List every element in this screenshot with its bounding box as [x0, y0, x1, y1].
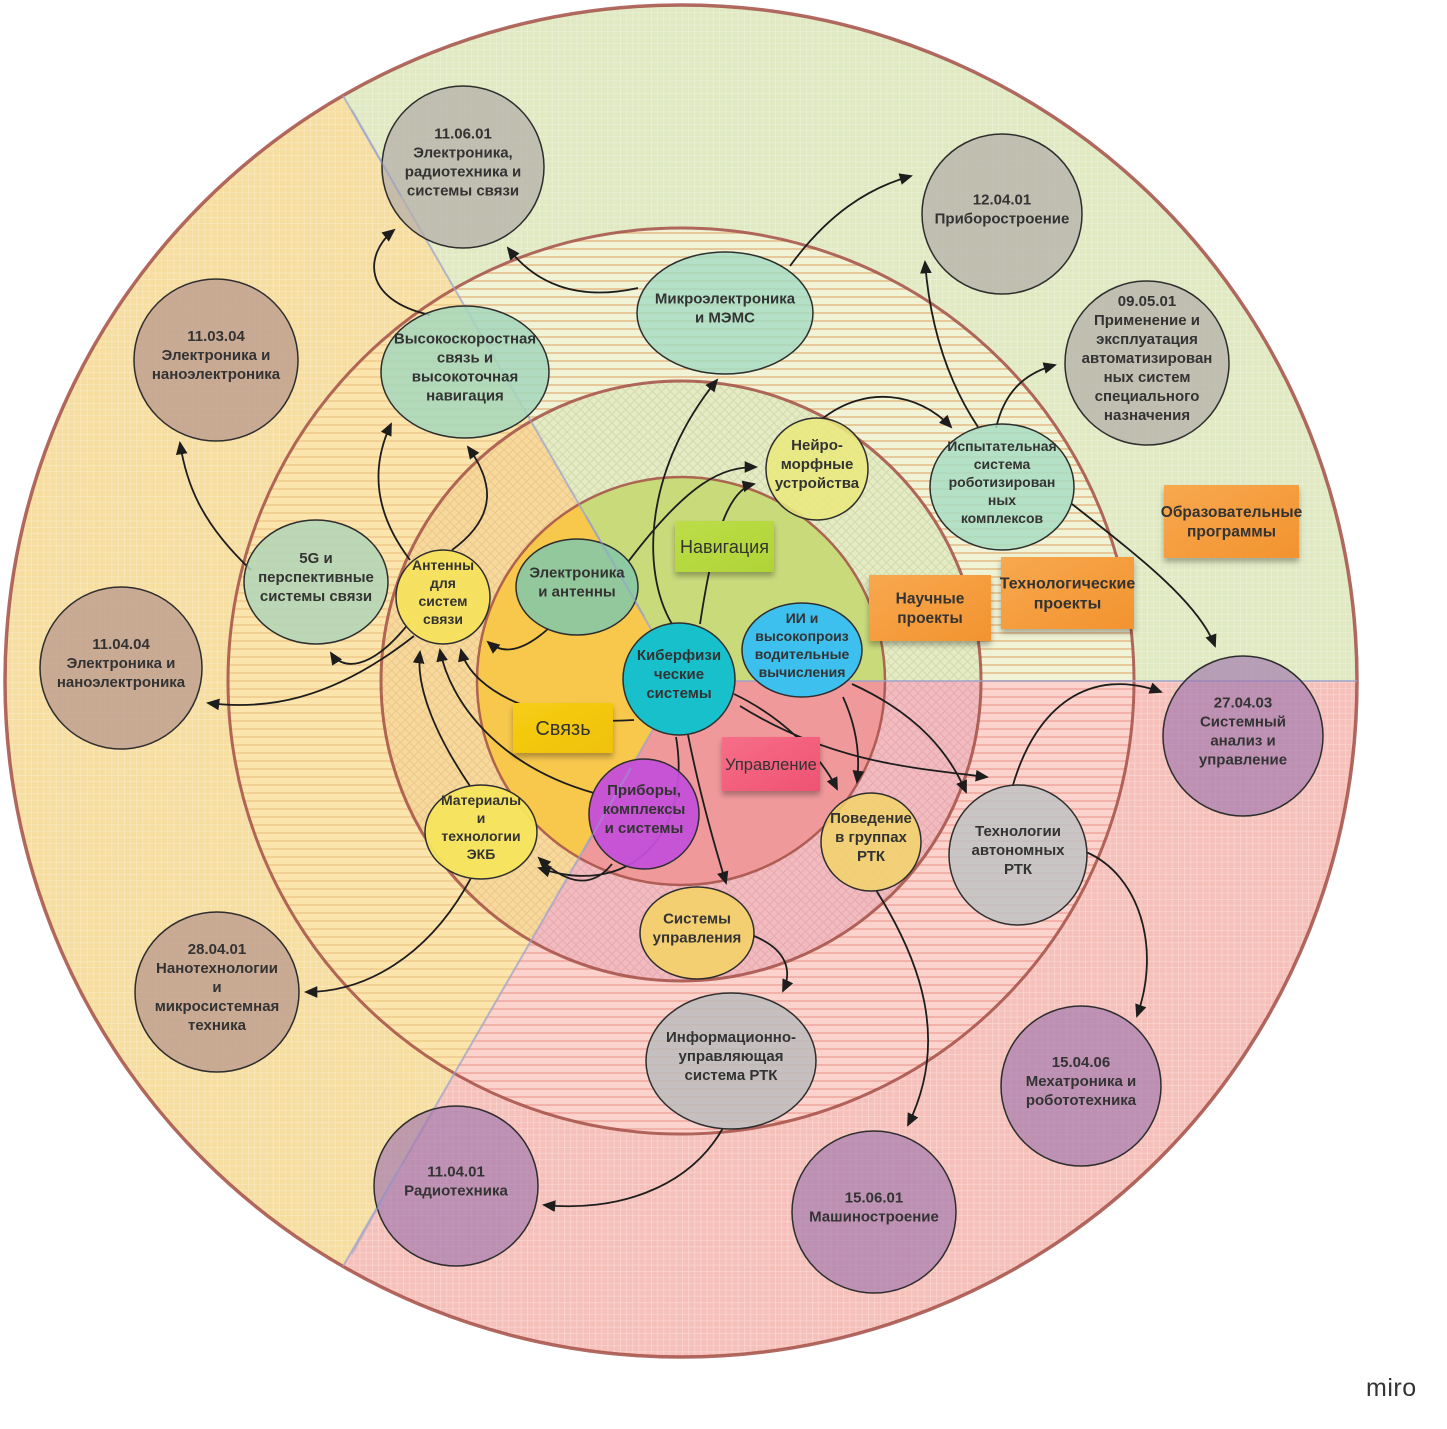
svg-text:Навигация: Навигация: [680, 537, 769, 557]
svg-text:miro: miro: [1366, 1374, 1417, 1402]
svg-text:Связь: Связь: [535, 718, 590, 740]
svg-text:Управление: Управление: [725, 756, 817, 774]
